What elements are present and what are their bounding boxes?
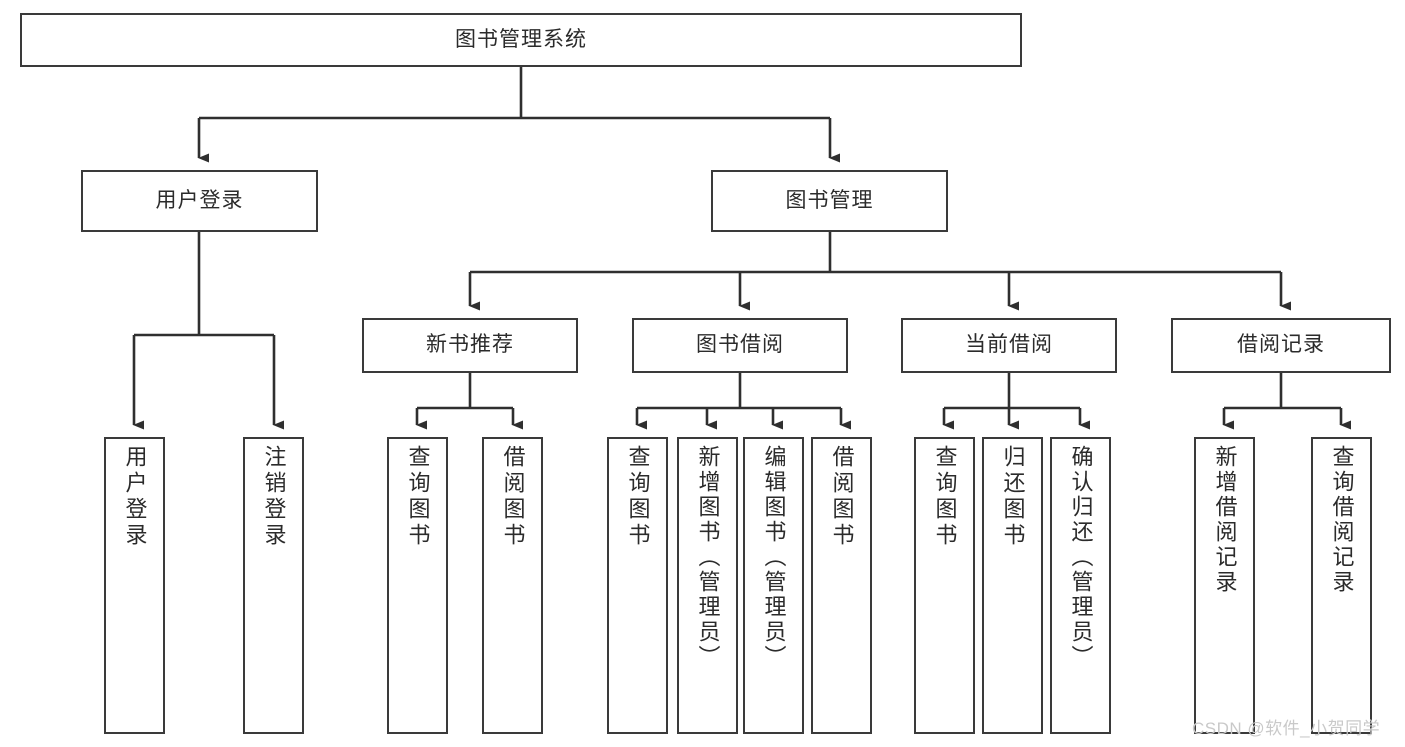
leaf-borrow-query-book[interactable]: 查询图书 [607, 437, 668, 734]
leaf-record-query-record[interactable]: 查询借阅记录 [1311, 437, 1372, 734]
csdn-watermark: CSDN @软件_小贺同学 [1192, 719, 1381, 738]
node-label: 查询图书 [932, 445, 958, 549]
node-label: 查询借阅记录 [1329, 445, 1355, 595]
leaf-current-confirm-return-admin[interactable]: 确认归还（管理员） [1050, 437, 1111, 734]
node-user-login[interactable]: 用户登录 [81, 170, 318, 232]
node-label: 编辑图书（管理员） [761, 445, 787, 670]
leaf-record-add-record[interactable]: 新增借阅记录 [1194, 437, 1255, 734]
node-label: 图书管理 [785, 188, 874, 212]
node-label: 当前借阅 [965, 333, 1053, 357]
node-label: 借阅图书 [500, 445, 526, 549]
node-label: 用户登录 [155, 188, 244, 212]
node-borrow-record[interactable]: 借阅记录 [1171, 318, 1391, 373]
leaf-recommend-borrow-book[interactable]: 借阅图书 [482, 437, 543, 734]
leaf-borrow-add-book-admin[interactable]: 新增图书（管理员） [677, 437, 738, 734]
leaf-user-logout[interactable]: 注销登录 [243, 437, 304, 734]
node-new-book-recommend[interactable]: 新书推荐 [362, 318, 578, 373]
leaf-borrow-borrow-book[interactable]: 借阅图书 [811, 437, 872, 734]
node-label: 新书推荐 [426, 333, 514, 357]
node-current-borrow[interactable]: 当前借阅 [901, 318, 1117, 373]
node-label: 借阅图书 [829, 445, 855, 549]
node-label: 图书借阅 [696, 333, 784, 357]
node-label: 查询图书 [405, 445, 431, 549]
node-label: 新增借阅记录 [1212, 445, 1238, 595]
node-label: 归还图书 [1000, 445, 1026, 549]
leaf-recommend-query-book[interactable]: 查询图书 [387, 437, 448, 734]
node-book-management[interactable]: 图书管理 [711, 170, 948, 232]
leaf-current-return-book[interactable]: 归还图书 [982, 437, 1043, 734]
node-book-borrow[interactable]: 图书借阅 [632, 318, 848, 373]
node-label: 图书管理系统 [455, 27, 587, 51]
node-label: 注销登录 [261, 445, 287, 549]
leaf-current-query-book[interactable]: 查询图书 [914, 437, 975, 734]
node-label: 新增图书（管理员） [695, 445, 721, 670]
node-root-system[interactable]: 图书管理系统 [20, 13, 1022, 67]
leaf-borrow-edit-book-admin[interactable]: 编辑图书（管理员） [743, 437, 804, 734]
node-label: 确认归还（管理员） [1068, 445, 1094, 670]
leaf-user-login[interactable]: 用户登录 [104, 437, 165, 734]
node-label: 借阅记录 [1237, 333, 1325, 357]
node-label: 用户登录 [122, 445, 148, 549]
node-label: 查询图书 [625, 445, 651, 549]
